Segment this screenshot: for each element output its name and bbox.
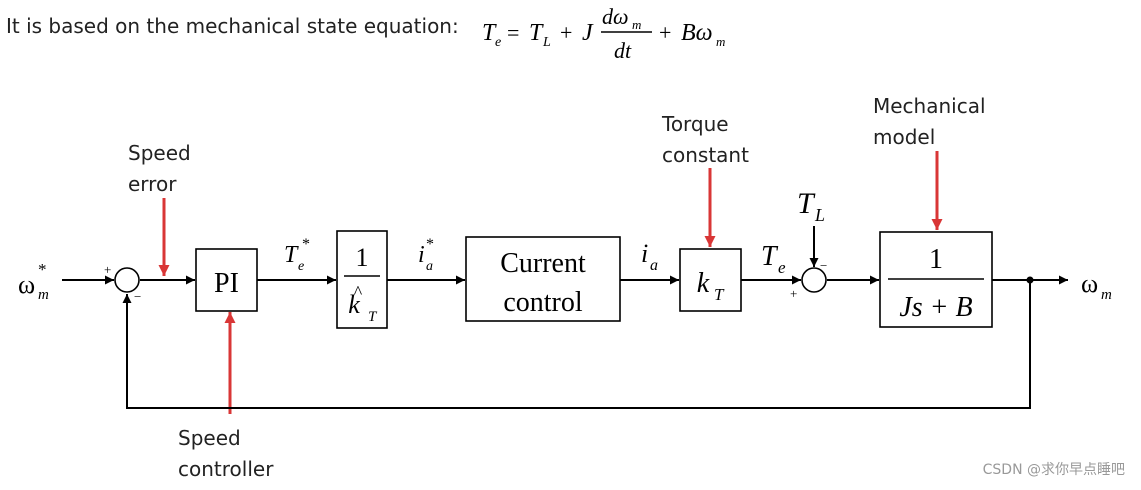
ia-ref-label: i bbox=[418, 242, 425, 268]
eq-num-sub: m bbox=[632, 17, 641, 32]
te-ref-label: T bbox=[284, 242, 299, 268]
pi-block bbox=[195, 248, 258, 312]
annotation-torque-constant-1: Torque bbox=[661, 112, 729, 136]
eq-te-sub: e bbox=[495, 35, 501, 50]
tl-label: T bbox=[797, 187, 816, 220]
eq-te: T bbox=[482, 20, 497, 46]
gain-numerator: 1 bbox=[356, 243, 369, 272]
torque-constant-block bbox=[679, 248, 742, 312]
output-label: ω bbox=[1081, 269, 1098, 298]
eq-tl: T bbox=[529, 20, 544, 46]
sum2-plus-sign: + bbox=[790, 286, 797, 301]
torque-constant-label: k bbox=[697, 268, 710, 299]
ia-ref-sup: * bbox=[426, 236, 434, 253]
eq-b: Bω bbox=[681, 20, 713, 46]
gain-hat: ^ bbox=[354, 282, 363, 302]
equation: T e = T L + J dω m dt + Bω m bbox=[482, 4, 725, 63]
feedback-junction bbox=[1026, 276, 1034, 284]
gain-denominator: k bbox=[348, 290, 360, 319]
eq-tl-sub: L bbox=[542, 35, 551, 50]
te-label: T bbox=[761, 241, 779, 272]
wire-feedback bbox=[122, 280, 1031, 409]
ia-sub: a bbox=[650, 257, 658, 274]
annotation-speed-controller-2: controller bbox=[178, 457, 274, 481]
annotation-torque-constant-2: constant bbox=[662, 143, 749, 167]
eq-den: dt bbox=[614, 38, 632, 63]
annotation-speed-controller-1: Speed bbox=[178, 426, 241, 450]
ia-label: i bbox=[641, 239, 648, 268]
gain-block bbox=[336, 230, 388, 329]
tl-sub: L bbox=[814, 205, 825, 225]
ia-ref-sub: a bbox=[426, 259, 433, 274]
sum1-plus-sign: + bbox=[104, 262, 111, 277]
eq-plus2: + bbox=[659, 20, 671, 45]
input-sub: m bbox=[38, 287, 49, 303]
plant-denominator: Js + B bbox=[899, 292, 972, 323]
current-control-label-2: control bbox=[503, 287, 583, 318]
annotation-speed-error-2: error bbox=[128, 172, 177, 196]
current-control-block bbox=[465, 236, 621, 322]
output-sub: m bbox=[1101, 287, 1112, 303]
eq-j: J bbox=[582, 20, 594, 46]
gain-denominator-sub: T bbox=[368, 309, 378, 325]
annotation-mechanical-model-1: Mechanical bbox=[873, 94, 986, 118]
intro-text: It is based on the mechanical state equa… bbox=[6, 14, 459, 38]
te-sub: e bbox=[778, 258, 786, 277]
eq-b-sub: m bbox=[716, 34, 725, 49]
torque-constant-sub: T bbox=[714, 285, 725, 304]
input-label: ω bbox=[18, 270, 35, 299]
eq-num: dω bbox=[602, 4, 629, 29]
summing-junction-torque bbox=[801, 267, 827, 293]
watermark: CSDN @求你早点睡吧 bbox=[983, 462, 1125, 478]
summing-junction-speed bbox=[114, 267, 140, 293]
intro-label: It is based on the mechanical state equa… bbox=[6, 14, 459, 38]
input-sup: * bbox=[38, 260, 47, 279]
pi-label: PI bbox=[214, 268, 239, 299]
sum2-minus-sign: − bbox=[820, 258, 827, 273]
eq-equals: = bbox=[507, 20, 519, 45]
plant-numerator: 1 bbox=[929, 244, 943, 275]
te-ref-sub: e bbox=[298, 259, 304, 274]
annotation-mechanical-model-2: model bbox=[873, 125, 935, 149]
annotation-speed-error-1: Speed bbox=[128, 141, 191, 165]
te-ref-sup: * bbox=[302, 236, 310, 253]
sum1-minus-sign: − bbox=[134, 289, 141, 304]
eq-plus1: + bbox=[560, 20, 572, 45]
current-control-label-1: Current bbox=[500, 248, 586, 279]
